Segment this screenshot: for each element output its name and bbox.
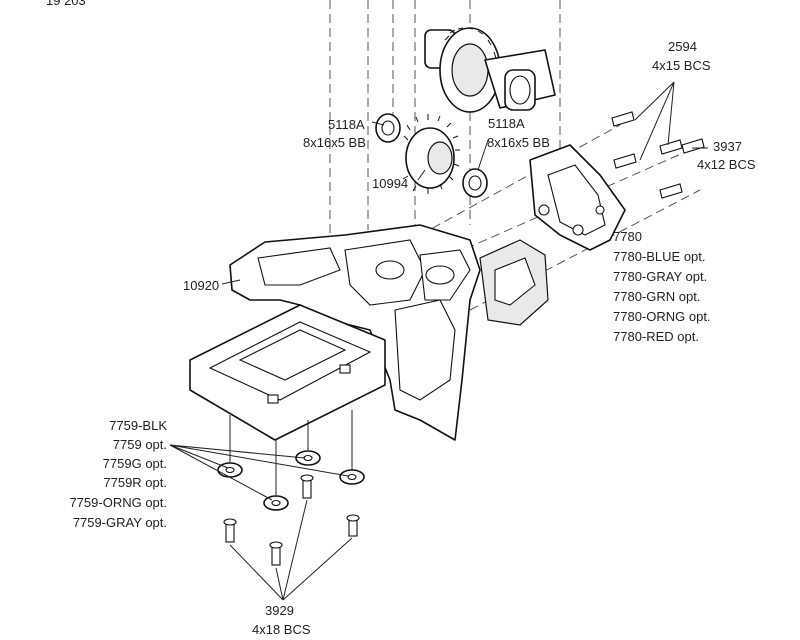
label-3929-part: 3929	[265, 603, 294, 618]
label-2594-size: 4x15 BCS	[652, 58, 711, 73]
label-bearing-right-size: 8x16x5 BB	[487, 135, 550, 150]
screws-3937	[659, 138, 705, 199]
label-top-corner: 19 203	[46, 0, 86, 8]
bearing-left	[375, 113, 401, 143]
main-chassis-10920	[229, 224, 549, 441]
screws-3929	[223, 474, 360, 566]
bearing-right	[462, 168, 488, 198]
differential-assembly	[424, 27, 556, 113]
label-washer-3: 7759R opt.	[103, 475, 167, 490]
label-bearing-left-part: 5118A	[328, 117, 365, 132]
label-washer-5: 7759-GRAY opt.	[73, 515, 167, 530]
label-cover-4: 7780-ORNG opt.	[613, 309, 711, 324]
label-3937-part: 3937	[713, 139, 742, 154]
gear-cover-7780	[529, 144, 626, 251]
washers-7759	[217, 450, 365, 511]
gear-10994	[402, 114, 460, 194]
label-3929-size: 4x18 BCS	[252, 622, 311, 637]
label-cover-1: 7780-BLUE opt.	[613, 249, 706, 264]
label-gear-part: 10994	[372, 176, 408, 191]
label-cover-5: 7780-RED opt.	[613, 329, 699, 344]
label-3937-size: 4x12 BCS	[697, 157, 756, 172]
bottom-plate	[189, 304, 386, 441]
label-washer-0: 7759-BLK	[109, 418, 167, 433]
label-2594-part: 2594	[668, 39, 697, 54]
label-chassis-part: 10920	[183, 278, 219, 293]
callout-labels: 19 203 2594 4x15 BCS 3937 4x12 BCS 5118A…	[46, 0, 756, 637]
label-washer-4: 7759-ORNG opt.	[69, 495, 167, 510]
label-bearing-right-part: 5118A	[488, 116, 525, 131]
label-cover-0: 7780	[613, 229, 642, 244]
label-bearing-left-size: 8x16x5 BB	[303, 135, 366, 150]
leader-lines	[169, 81, 708, 601]
label-washer-1: 7759 opt.	[113, 437, 167, 452]
label-cover-2: 7780-GRAY opt.	[613, 269, 707, 284]
label-cover-3: 7780-GRN opt.	[613, 289, 700, 304]
screws-2594	[611, 111, 683, 169]
label-washer-2: 7759G opt.	[103, 456, 167, 471]
